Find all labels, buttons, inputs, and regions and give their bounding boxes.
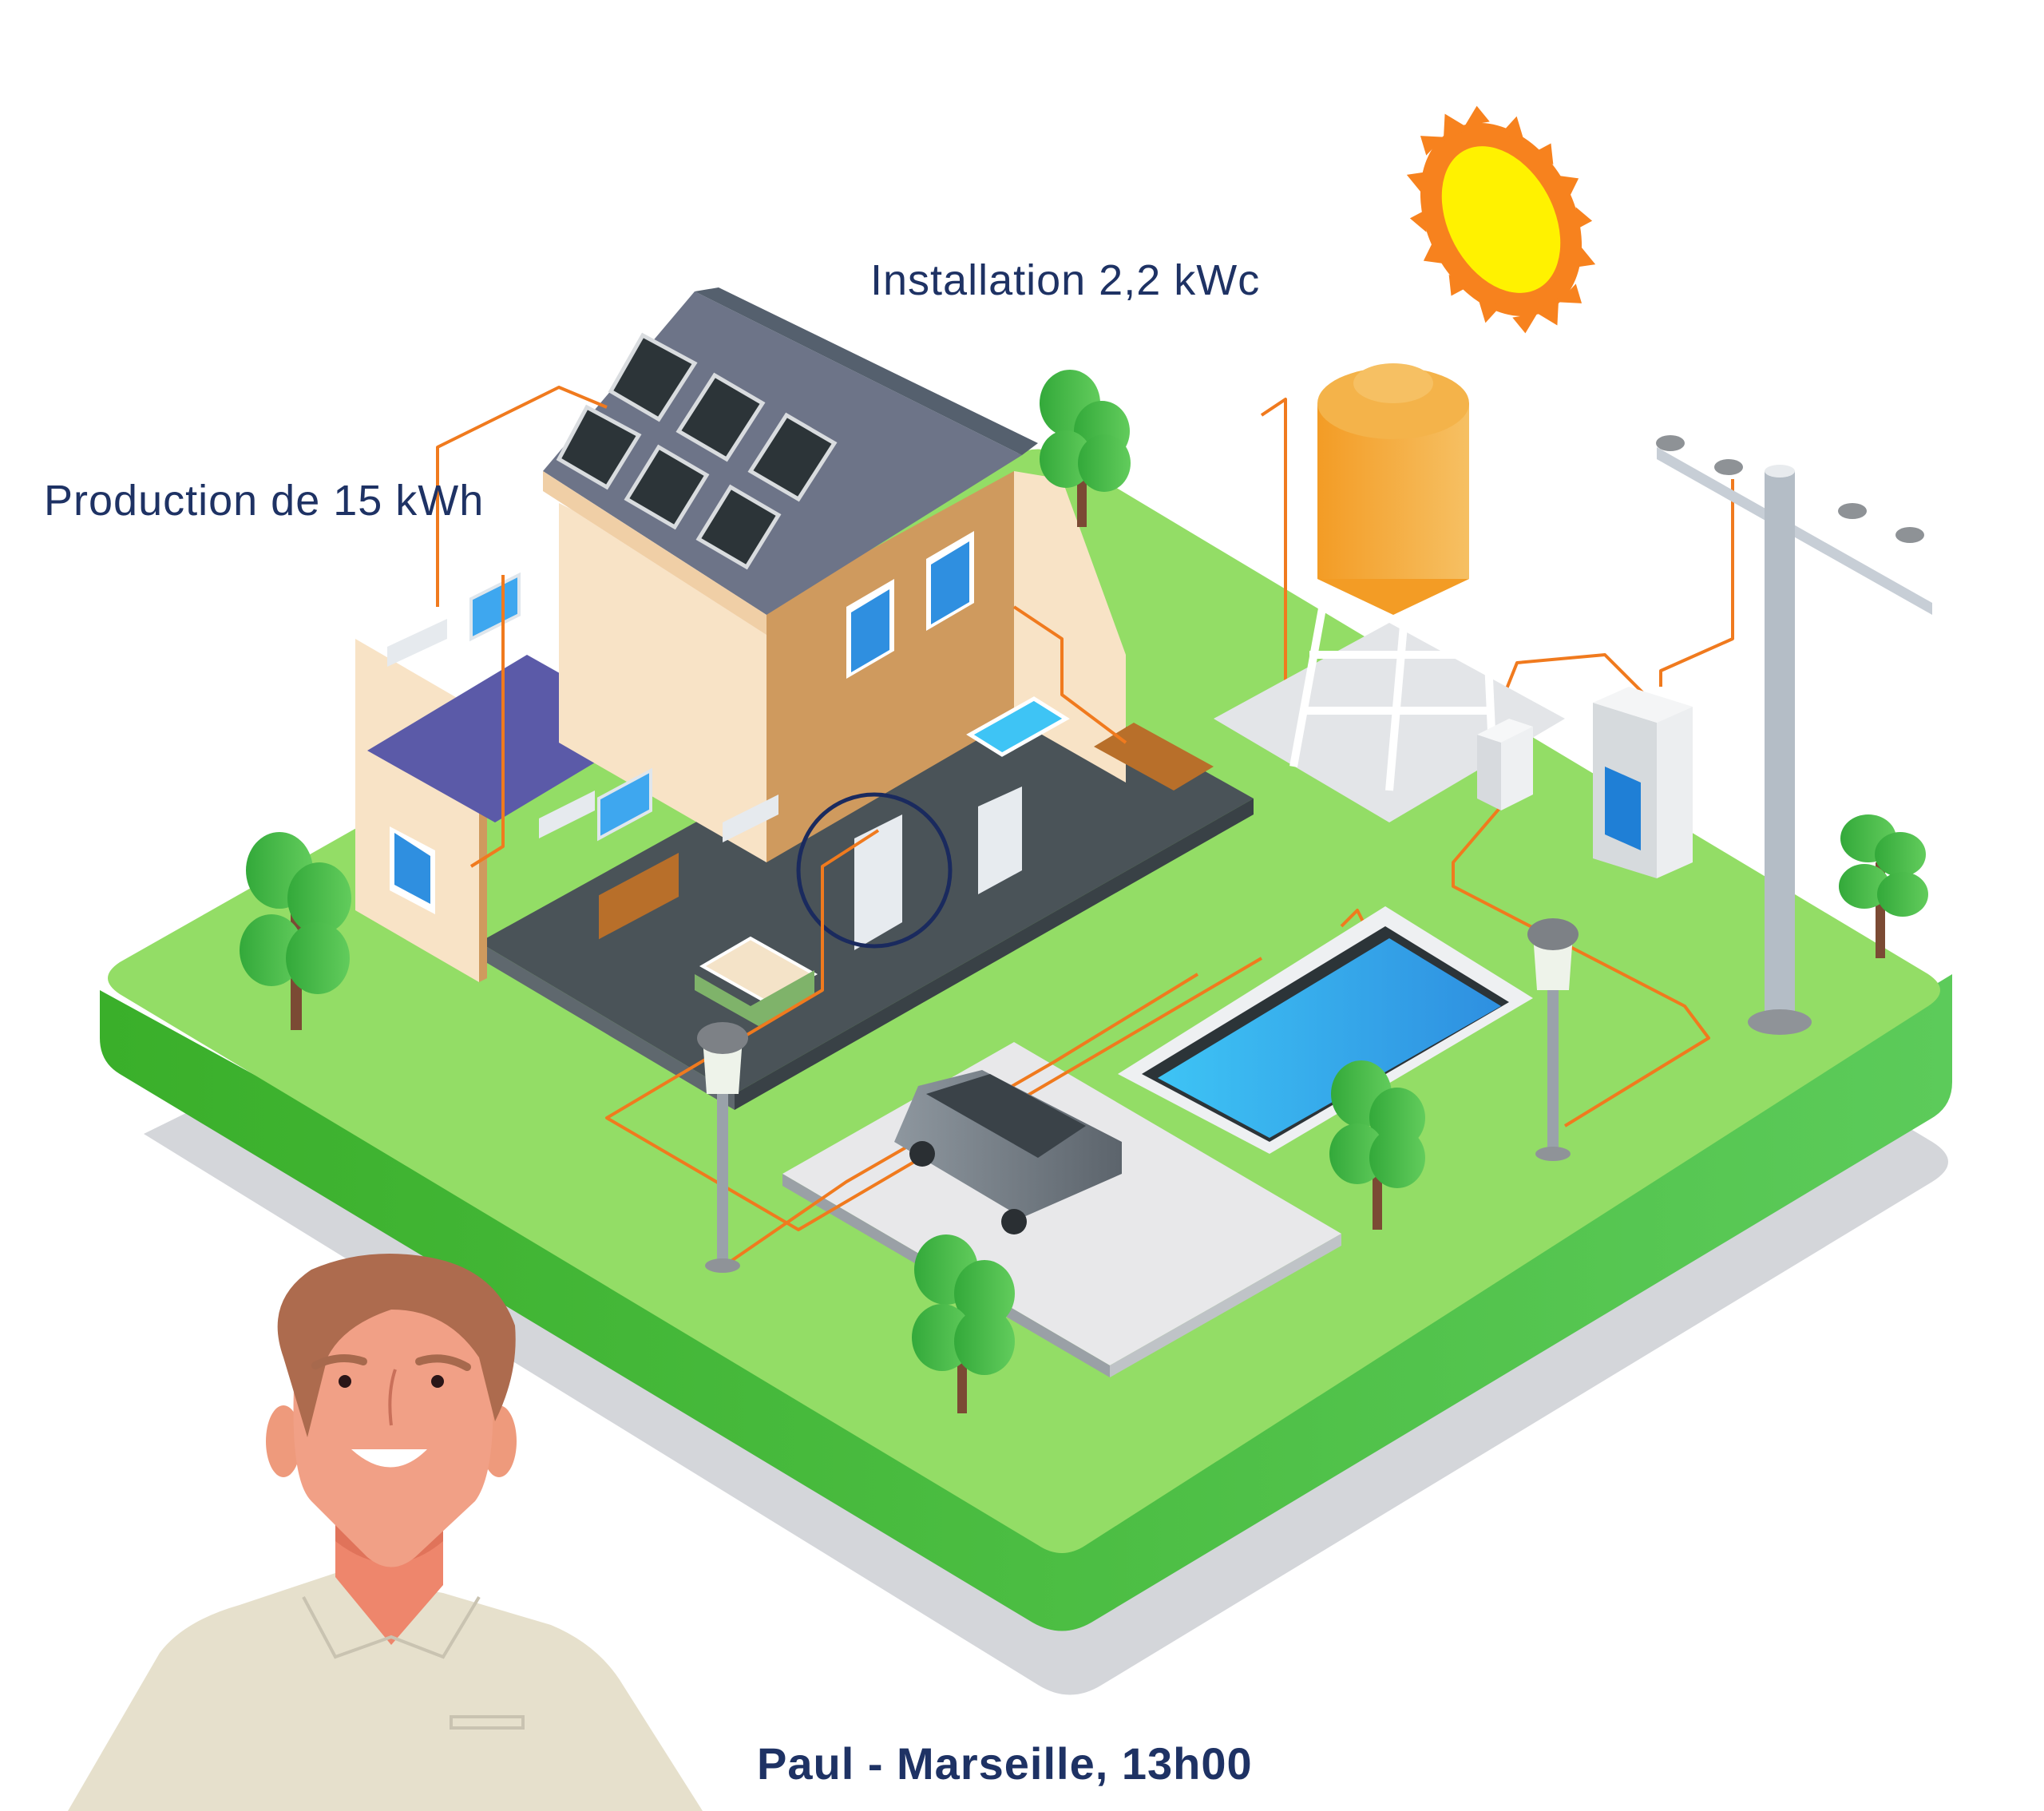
person-avatar (68, 1254, 703, 1811)
utility-pole (1656, 435, 1932, 1035)
inverter-box (1477, 719, 1533, 810)
street-lamp (697, 918, 1579, 1273)
highlight-circle (796, 792, 953, 949)
swimming-pool (1118, 906, 1533, 1154)
sun-icon (1406, 105, 1596, 334)
water-tower (1214, 363, 1565, 822)
caption-label: Paul - Marseille, 13h00 (757, 1738, 1253, 1789)
installation-capacity-label: Installation 2,2 kWc (870, 256, 1261, 304)
electric-meter (1593, 687, 1693, 878)
production-label: Production de 15 kWh (44, 477, 485, 525)
trees (240, 370, 1928, 1413)
electric-car (894, 1070, 1122, 1234)
solar-panels (556, 332, 838, 570)
window (390, 531, 974, 914)
